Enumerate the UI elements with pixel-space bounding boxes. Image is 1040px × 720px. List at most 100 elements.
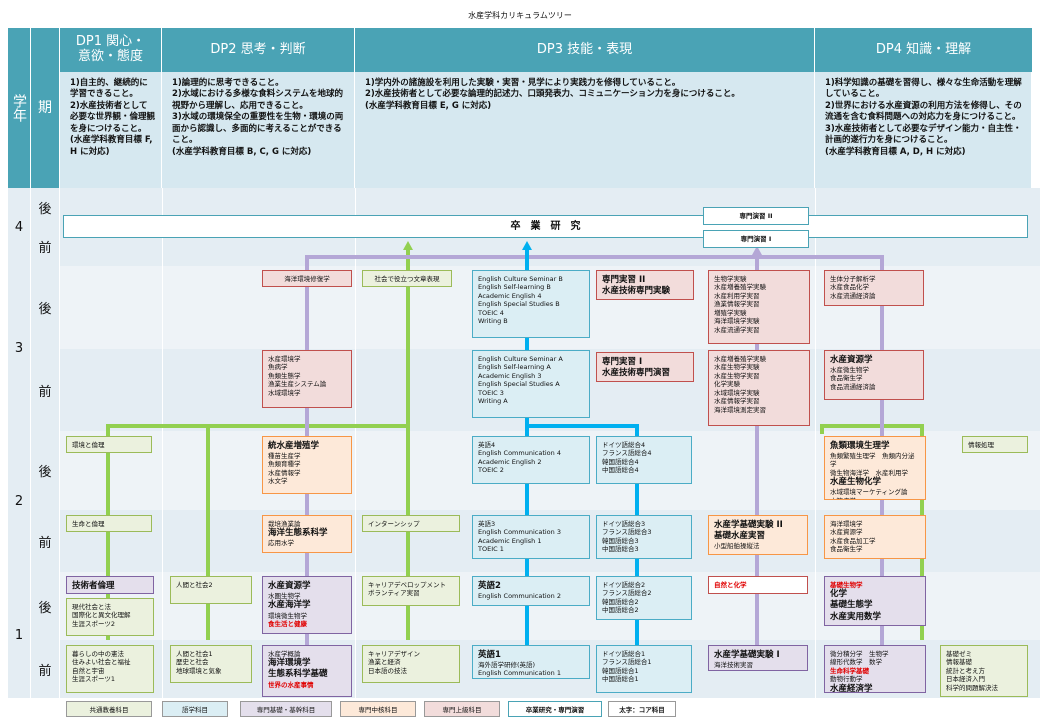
term-y3-early: 前	[38, 384, 52, 400]
legend-bold-note: 太字：コア科目	[608, 701, 676, 717]
term-axis-label: 期	[31, 28, 59, 188]
course-box: ドイツ語総合2 フランス語総合2 韓国語総合2 中国語総合2	[596, 576, 692, 620]
course-list: 水産微生物学 食品衛生学 食品流通経済論	[830, 366, 876, 391]
course-box: 英語4 English Communication 4 Academic Eng…	[472, 436, 590, 484]
course-list: 海洋技術実習	[714, 661, 753, 670]
course-box: ドイツ語総合3 フランス語総合3 韓国語総合3 中国語総合3	[596, 515, 692, 559]
course-list: 小型船舶操縦法	[714, 542, 760, 551]
course-box: 暮らしの中の憲法 住みよい社会と福祉 自然と宇宙 生涯スポーツ1	[66, 645, 154, 693]
column-divider	[162, 188, 163, 698]
purple-line	[305, 255, 884, 259]
legend-advanced: 専門上級科目	[424, 701, 500, 717]
course-box: 水産増養殖学実験 水産生物学実験 水産生物学実習 化学実験 水域環境学実験 水産…	[708, 350, 810, 426]
term-y1-early: 前	[38, 663, 52, 679]
column-divider	[815, 188, 816, 698]
course-box: ドイツ語総合1 フランス語総合1 韓国語総合1 中国語総合1	[596, 645, 692, 693]
course-core: 海洋環境学	[268, 658, 311, 669]
term-y1-late: 後	[38, 600, 52, 616]
course-red: 食生活と健康	[268, 619, 307, 628]
course-box: 水産環境学 魚病学 魚類生態学 漁業生産システム論 水域環境学	[262, 350, 352, 408]
course-box: ドイツ語総合4 フランス語総合4 韓国語総合4 中国語総合4	[596, 436, 692, 484]
course-core: 水産学基礎実験 II	[714, 520, 783, 530]
term-y3-late: 後	[38, 302, 52, 317]
desc-dp3: 1)学内外の諸施設を利用した実験・実習・見学により実践力を修得していること。 2…	[355, 72, 815, 188]
course-box: 生物学実験 水産増養殖学実験 水産利用学実習 漁業情報学実習 増殖学実験 海洋環…	[708, 270, 810, 344]
course-box: 基礎生物学化学基礎生態学水産実用数学	[824, 576, 926, 626]
year-1-label: 1	[14, 627, 24, 643]
term-y2-late: 後	[38, 465, 52, 480]
course-box: 統水産増殖学種苗生産学 魚類育種学 水産情報学 水文学	[262, 436, 352, 494]
course-box: 水産学概論海洋環境学生態系科学基礎世界の水産事情	[262, 645, 352, 697]
course-box: 栽培漁業論海洋生態系科学応用水学	[262, 515, 352, 553]
course-core: 水産実用数学	[830, 611, 882, 622]
course-core: 水産学基礎実験 I	[714, 650, 780, 660]
term-y2-early: 前	[38, 535, 52, 551]
year-3-label: 3	[14, 341, 24, 356]
course-list: 線形代数学 数学	[830, 658, 882, 667]
course-box: 微分積分学 生物学線形代数学 数学生命科学基礎動物行動学水産経済学	[824, 645, 926, 693]
course-list: 微分積分学 生物学	[830, 650, 889, 658]
course-box: 水産資源学水圏生物学水産海洋学環境微生物学食生活と健康	[262, 576, 352, 634]
course-box: 情報処理	[962, 436, 1028, 453]
graduation-research: 卒 業 研 究	[63, 215, 1028, 238]
course-red: 基礎生物学	[830, 581, 863, 589]
course-box: 自然と化学	[708, 576, 808, 594]
course-core: 基礎生態学	[830, 600, 873, 611]
course-list: 水圏生物学	[268, 592, 301, 601]
green-line	[106, 424, 110, 640]
course-core: 水産経済学	[830, 683, 873, 693]
course-core: 水産資源学	[268, 581, 311, 591]
course-box: キャリアデベロップメント ボランティア実習	[362, 576, 460, 606]
course-core: 魚類環境生理学	[830, 441, 890, 451]
course-list: 水産学概論	[268, 650, 301, 658]
header-dp3: DP3 技能・表現	[355, 28, 814, 72]
course-list: 環境微生物学	[268, 611, 307, 620]
column-divider	[355, 188, 356, 698]
course-core: 水産技術専門演習	[602, 368, 671, 379]
blue-arrow	[522, 241, 532, 250]
legend-core: 専門中核科目	[340, 701, 416, 717]
legend-language: 語学科目	[162, 701, 228, 717]
course-box: 英語3 English Communication 3 Academic Eng…	[472, 515, 590, 559]
course-list: 魚類繁殖生理学 魚類内分泌学 微生物海洋学 水産利用学	[830, 452, 915, 477]
course-list: 水域環境マーケティング論 水族病学	[830, 488, 908, 499]
blue-line	[525, 424, 639, 428]
course-box: インターンシップ	[362, 515, 460, 532]
year-4-label: 4	[14, 219, 24, 235]
course-box: 人間と社会2	[170, 576, 252, 604]
course-list: 栽培漁業論	[268, 520, 301, 528]
course-box: English Culture Seminar A English Self-l…	[472, 350, 590, 418]
green-line	[820, 424, 824, 434]
course-box: 社会で役立つ文章表現	[362, 270, 452, 287]
course-core: 英語1	[478, 650, 501, 660]
term-y4-late: 後	[38, 202, 52, 217]
course-box: 技術者倫理	[66, 576, 154, 594]
green-line	[206, 424, 210, 640]
course-core: 海洋生態系科学	[268, 528, 328, 539]
course-core: 英語2	[478, 581, 501, 591]
desc-dp1: 1)自主的、継続的に学習できること。 2)水産技術者として必要な世界観・倫理観を…	[60, 72, 162, 188]
legend-basic: 専門基礎・基幹科目	[240, 701, 332, 717]
year-axis-label: 学年	[8, 28, 30, 188]
course-list: 応用水学	[268, 539, 294, 548]
legend-research: 卒業研究・専門演習	[508, 701, 602, 717]
course-red: 生命科学基礎	[830, 666, 869, 675]
year-2-label: 2	[14, 494, 24, 509]
year-column	[8, 188, 30, 698]
senmon-enshu-2: 専門演習 II	[703, 207, 809, 225]
green-line	[106, 424, 410, 428]
purple-line	[755, 255, 759, 650]
course-box: 基礎ゼミ 情報基礎 統計と考え方 日本経済入門 科学的問題解決法	[940, 645, 1028, 697]
green-line	[406, 250, 410, 640]
senmon-enshu-1: 専門演習 I	[703, 230, 809, 248]
page-title: 水産学科カリキュラムツリー	[468, 11, 572, 20]
course-box: 海洋環境学 水産資源学 水産食品加工学 食品衛生学	[824, 515, 926, 559]
term-y4-early: 前	[38, 241, 52, 256]
purple-arrow	[752, 246, 762, 255]
